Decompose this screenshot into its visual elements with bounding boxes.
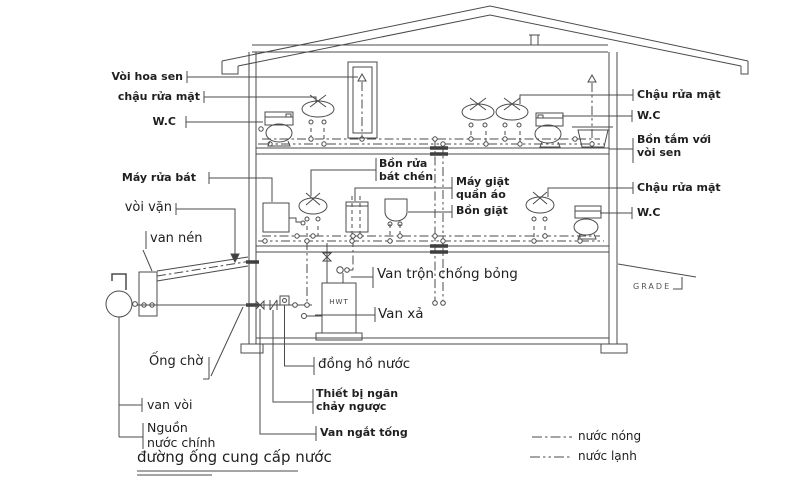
hwt-tank-label: HWT (329, 298, 348, 306)
legend-hot-label: nước nóng (578, 429, 642, 443)
vent-stack (529, 34, 540, 45)
kitchen-sink-line1: Bồn rửa (379, 157, 428, 170)
water-meter-label: đồng hồ nước (318, 356, 411, 372)
wc-right-top-label: W.C (637, 109, 661, 122)
pressure-tank-icon (138, 271, 158, 317)
main-shutoff-label: Van ngắt tống (320, 426, 408, 439)
pressure-valve-label: van nén (150, 231, 203, 246)
water-source-icon (105, 290, 133, 318)
exterior-supply (105, 256, 249, 437)
washing-machine-label: Máy giặt quần áo (456, 175, 509, 201)
bathtub-icon (572, 126, 613, 148)
dishwasher-icon (262, 202, 306, 233)
roof-inner-line (237, 14, 742, 67)
washing-machine-icon (345, 201, 369, 233)
hose-valve-label: van vòi (147, 397, 193, 412)
mixing-valve-icon (336, 266, 353, 283)
kitchen-sink-icon (298, 192, 328, 222)
grade-line (617, 263, 697, 278)
pipes (133, 72, 604, 308)
tap-arrowhead (230, 253, 240, 264)
kitchen-sink-line2: bát chén (379, 170, 434, 184)
bathtub-line1: Bồn tắm với (637, 133, 712, 146)
main-source-label: Nguồn nước chính (147, 420, 215, 450)
legend-lines (530, 436, 572, 458)
backflow-line1: Thiết bị ngăn (316, 387, 399, 400)
ceiling-line (252, 44, 608, 53)
anti-scald-valve-label: Van trộn chống bỏng (377, 266, 518, 282)
house-structure (221, 5, 749, 354)
bathtub-label: Bồn tắm với vòi sen (637, 133, 711, 159)
sink-icon-mid-right (525, 191, 555, 222)
backflow-line2: chảy ngược (316, 400, 387, 414)
washbasin-right-mid-label: Chậu rửa mặt (637, 181, 721, 194)
roof-outer-line (221, 5, 749, 62)
sink-icon-upper-left (301, 94, 335, 125)
left-wall (248, 52, 257, 344)
water-heater-tank-icon (315, 282, 363, 341)
water-meter-icon (279, 295, 290, 306)
shower-stall-icon (347, 61, 378, 139)
drain-valve-icon (301, 313, 322, 319)
washing-machine-line1: Máy giặt (456, 175, 510, 188)
vent-icon-right (587, 73, 597, 83)
toilet-icon-upper-left (258, 111, 294, 147)
kitchen-sink-label: Bồn rửa bát chén (379, 157, 433, 183)
left-footing (240, 343, 264, 354)
basement-equipment: HWT (255, 243, 363, 341)
sink-icon-upper-right-1 (461, 97, 495, 128)
stub-pipe-label: Ống chờ (149, 354, 204, 369)
main-source-line2: nước chính (147, 435, 216, 450)
roof-right-eave (740, 61, 749, 75)
sink-icon-upper-right-2 (495, 97, 529, 128)
vent-icon-left (357, 72, 367, 82)
cold-water-pipes (258, 83, 604, 303)
fixtures (258, 61, 613, 240)
bathtub-line2: vòi sen (637, 146, 682, 160)
roof-left-eave (221, 61, 239, 75)
main-source-line1: Nguồn (147, 420, 188, 435)
wc-left-label: W.C (152, 115, 177, 128)
wc-right-mid-label: W.C (637, 206, 661, 219)
right-wall (608, 52, 618, 344)
diagram-title: đường ống cung cấp nước (137, 448, 332, 466)
grade-label: GRADE (633, 282, 672, 291)
washing-machine-line2: quần áo (456, 188, 506, 202)
leader-lines (119, 71, 634, 476)
laundry-tub-label: Bồn giặt (456, 204, 508, 217)
elbow-pipe-icon (111, 273, 127, 290)
backflow-preventer-label: Thiết bị ngăn chảy ngược (316, 387, 398, 413)
service-pipe (156, 256, 249, 282)
pipe-joints (262, 136, 595, 308)
washbasin-right-top-label: Chậu rửa mặt (637, 88, 721, 101)
drain-valve-label: Van xả (378, 306, 424, 322)
dishwasher-label: Máy rửa bát (121, 171, 196, 184)
tap-label: vòi vặn (124, 200, 172, 215)
backflow-preventer-icon (269, 299, 278, 311)
shutoff-valve-icon (255, 299, 265, 311)
toilet-icon-mid-right (573, 205, 602, 240)
toilet-icon-upper-right (534, 112, 564, 148)
legend-cold-label: nước lạnh (578, 449, 637, 463)
shower-head-label: Vòi hoa sen (111, 70, 183, 83)
right-footing (600, 343, 628, 354)
basement-floor-slab (256, 337, 609, 345)
grade-bracket (673, 277, 683, 290)
valve-icon-tank-cold (321, 252, 333, 262)
laundry-tub-icon (384, 198, 408, 227)
washbasin-left-label: chậu rửa mặt (117, 90, 200, 103)
